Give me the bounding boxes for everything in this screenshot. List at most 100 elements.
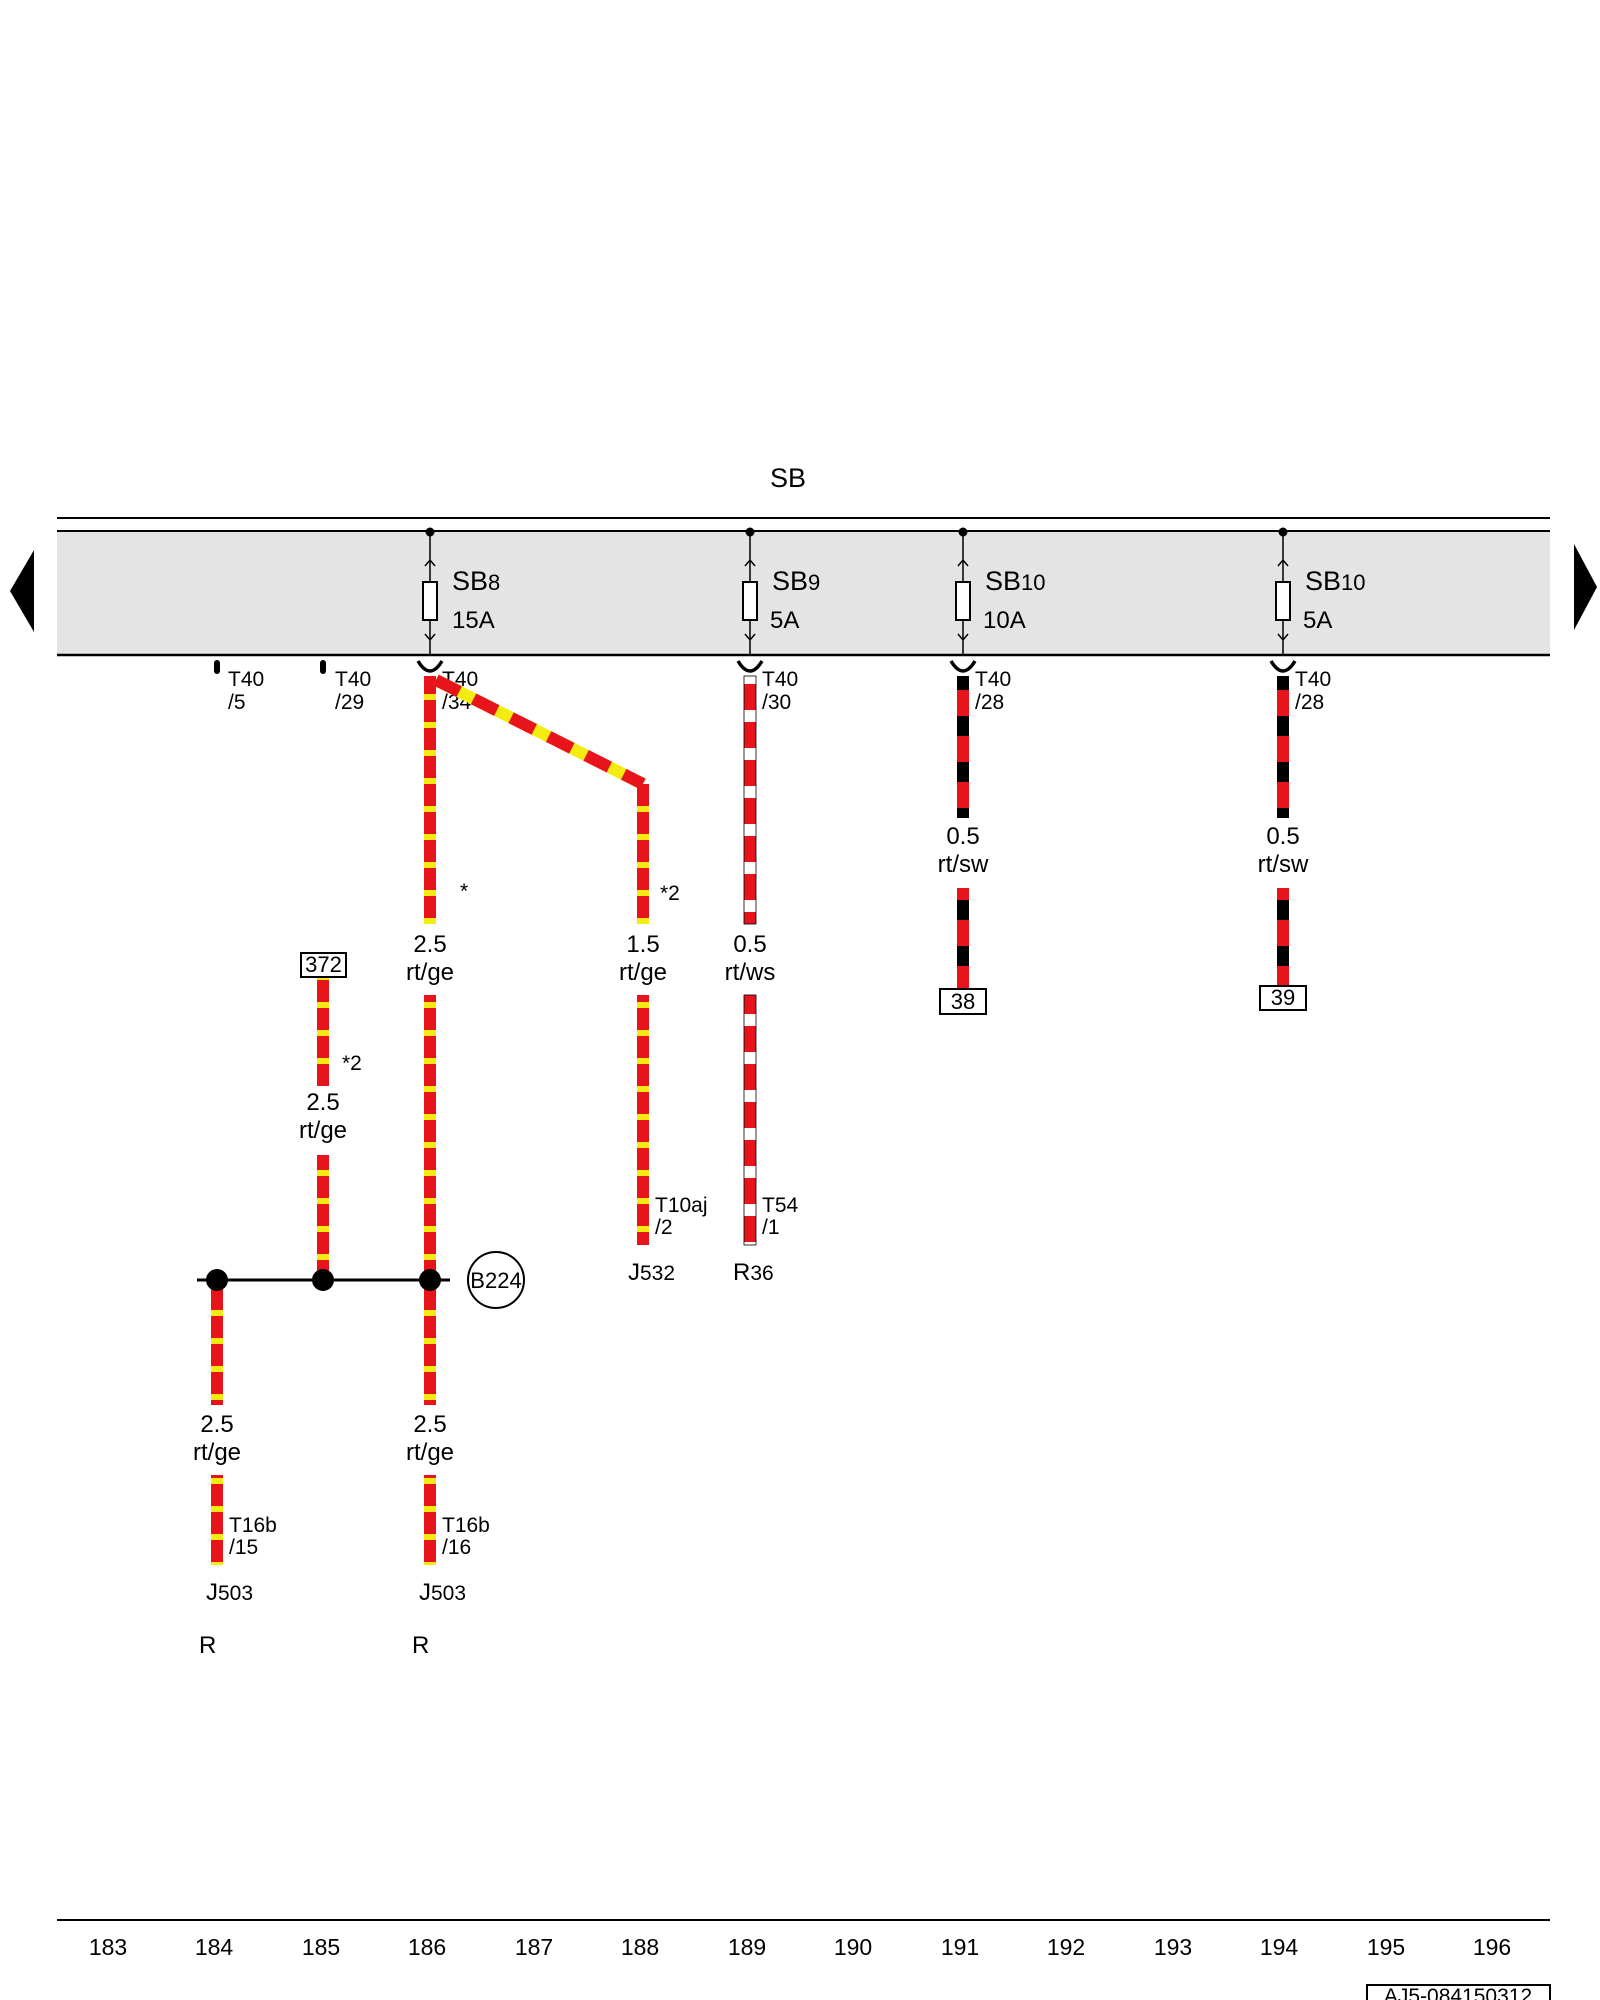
pin-number: /28 — [975, 691, 1004, 714]
wire-segment — [317, 978, 329, 1086]
wire-segment — [424, 1475, 436, 1565]
page-number: 196 — [1473, 1934, 1511, 1960]
pin-label: T16b — [442, 1514, 490, 1537]
page-number: 191 — [941, 1934, 979, 1960]
wire-color-code: rt/ge — [619, 959, 667, 986]
fuse-sb8: SB8 15A T40 /34 — [416, 527, 500, 714]
wire-size: 0.5 — [946, 823, 979, 850]
pin-label: T16b — [229, 1514, 277, 1537]
pin-number: /1 — [762, 1216, 780, 1239]
page-number: 184 — [195, 1934, 234, 1960]
wire-color-code: rt/ge — [299, 1117, 347, 1144]
svg-text:38: 38 — [951, 989, 975, 1014]
doc-id: AJ5-084150312 — [1384, 1985, 1532, 2000]
pin-number: /5 — [228, 691, 246, 714]
wire-segment — [424, 676, 436, 924]
pin-number: /15 — [229, 1536, 258, 1559]
pin-number: /30 — [762, 691, 791, 714]
wire-segment — [433, 674, 646, 790]
page-number: 186 — [408, 1934, 446, 1960]
component-j503[interactable]: J503 — [206, 1579, 253, 1606]
pin-number: /28 — [1295, 691, 1324, 714]
pin-number: /29 — [335, 691, 364, 714]
page-number: 195 — [1367, 1934, 1405, 1960]
ref-box-39[interactable]: 39 — [1259, 985, 1307, 1011]
page-number: 192 — [1047, 1934, 1085, 1960]
page-number: 194 — [1260, 1934, 1299, 1960]
pin-label: T10aj — [655, 1194, 708, 1217]
wire-segment — [433, 674, 646, 790]
pin-label: T40 — [975, 668, 1011, 691]
page-number: 189 — [728, 1934, 766, 1960]
pin-number: /16 — [442, 1536, 471, 1559]
wire-color-code: rt/ge — [406, 1439, 454, 1466]
wire-segment — [957, 888, 969, 990]
wire-color-code: rt/ge — [193, 1439, 241, 1466]
wire-color-code: rt/ws — [725, 959, 776, 986]
unused-pin-t40-5: T40 /5 — [214, 660, 264, 714]
wire-size: 2.5 — [306, 1089, 339, 1116]
wire-note: * — [460, 880, 468, 903]
wire-segment — [211, 1280, 223, 1405]
component-labels: J532 R36 J503 J503 R R — [199, 1259, 774, 1659]
wire-color-code: rt/sw — [938, 851, 989, 878]
wire-labels: * 2.5 rt/ge *2 1.5 rt/ge 0.5 rt/ws 0.5 r… — [193, 823, 1309, 1466]
fuse-sb10-10a: SB10 10A T40 /28 — [949, 527, 1046, 714]
wire-segment — [424, 995, 436, 1405]
wire-segment — [317, 1155, 329, 1280]
wire-size: 0.5 — [733, 931, 766, 958]
fuse-sb10-5a: SB10 5A T40 /28 — [1269, 527, 1366, 714]
wire-segment — [637, 784, 649, 924]
pin-number: /2 — [655, 1216, 673, 1239]
page-number-strip: 183 184 185 186 187 188 189 190 191 192 … — [89, 1934, 1511, 1960]
wire-size: 1.5 — [626, 931, 659, 958]
splice-label: B224 — [470, 1268, 521, 1293]
bus-label: SB — [770, 463, 806, 493]
wire-segment — [211, 1475, 223, 1565]
fuse-name: SB8 — [452, 566, 500, 596]
prev-page-arrow-icon[interactable] — [10, 550, 34, 632]
page-number: 188 — [621, 1934, 659, 1960]
wire-segment — [957, 676, 969, 818]
svg-text:39: 39 — [1271, 985, 1295, 1010]
wire-size: 0.5 — [1266, 823, 1299, 850]
component-j532[interactable]: J532 — [628, 1259, 675, 1286]
fuse-sb9: SB9 5A T40 /30 — [736, 527, 820, 714]
next-page-arrow-icon[interactable] — [1574, 544, 1597, 630]
location-label: R — [412, 1632, 429, 1659]
wire-segment — [743, 994, 757, 1246]
page-number: 183 — [89, 1934, 127, 1960]
wire-segments — [211, 674, 1289, 1565]
wire-segment — [637, 995, 649, 1245]
pin-label: T54 — [762, 1194, 799, 1217]
page-number: 185 — [302, 1934, 340, 1960]
pin-label: T40 — [228, 668, 264, 691]
wire-segment — [1277, 676, 1289, 818]
doc-id-box: AJ5-084150312 — [1366, 1984, 1551, 2000]
wire-note: *2 — [660, 882, 680, 905]
page-number: 190 — [834, 1934, 872, 1960]
ref-box-372[interactable]: 372 — [300, 952, 347, 978]
splice-node — [206, 1269, 228, 1291]
fuse-rating: 15A — [452, 607, 495, 634]
ref-box-38[interactable]: 38 — [939, 988, 987, 1015]
page-number: 193 — [1154, 1934, 1192, 1960]
page-number: 187 — [515, 1934, 553, 1960]
wire-segment — [743, 675, 757, 925]
unused-pin-t40-29: T40 /29 — [320, 660, 371, 714]
splice-node — [419, 1269, 441, 1291]
wire-size: 2.5 — [200, 1411, 233, 1438]
splice-b224: B224 — [197, 1251, 525, 1309]
svg-text:372: 372 — [305, 952, 342, 977]
wire-size: 2.5 — [413, 1411, 446, 1438]
component-j503[interactable]: J503 — [419, 1579, 466, 1606]
wire-note: *2 — [342, 1052, 362, 1075]
connector-labels: T10aj /2 T54 /1 T16b /15 T16b /16 — [229, 1194, 799, 1559]
component-r36[interactable]: R36 — [733, 1259, 774, 1286]
wire-segment — [1277, 888, 1289, 988]
pin-label: T40 — [762, 668, 798, 691]
location-label: R — [199, 1632, 216, 1659]
splice-node — [312, 1269, 334, 1291]
fuse-name: SB9 — [772, 566, 820, 596]
